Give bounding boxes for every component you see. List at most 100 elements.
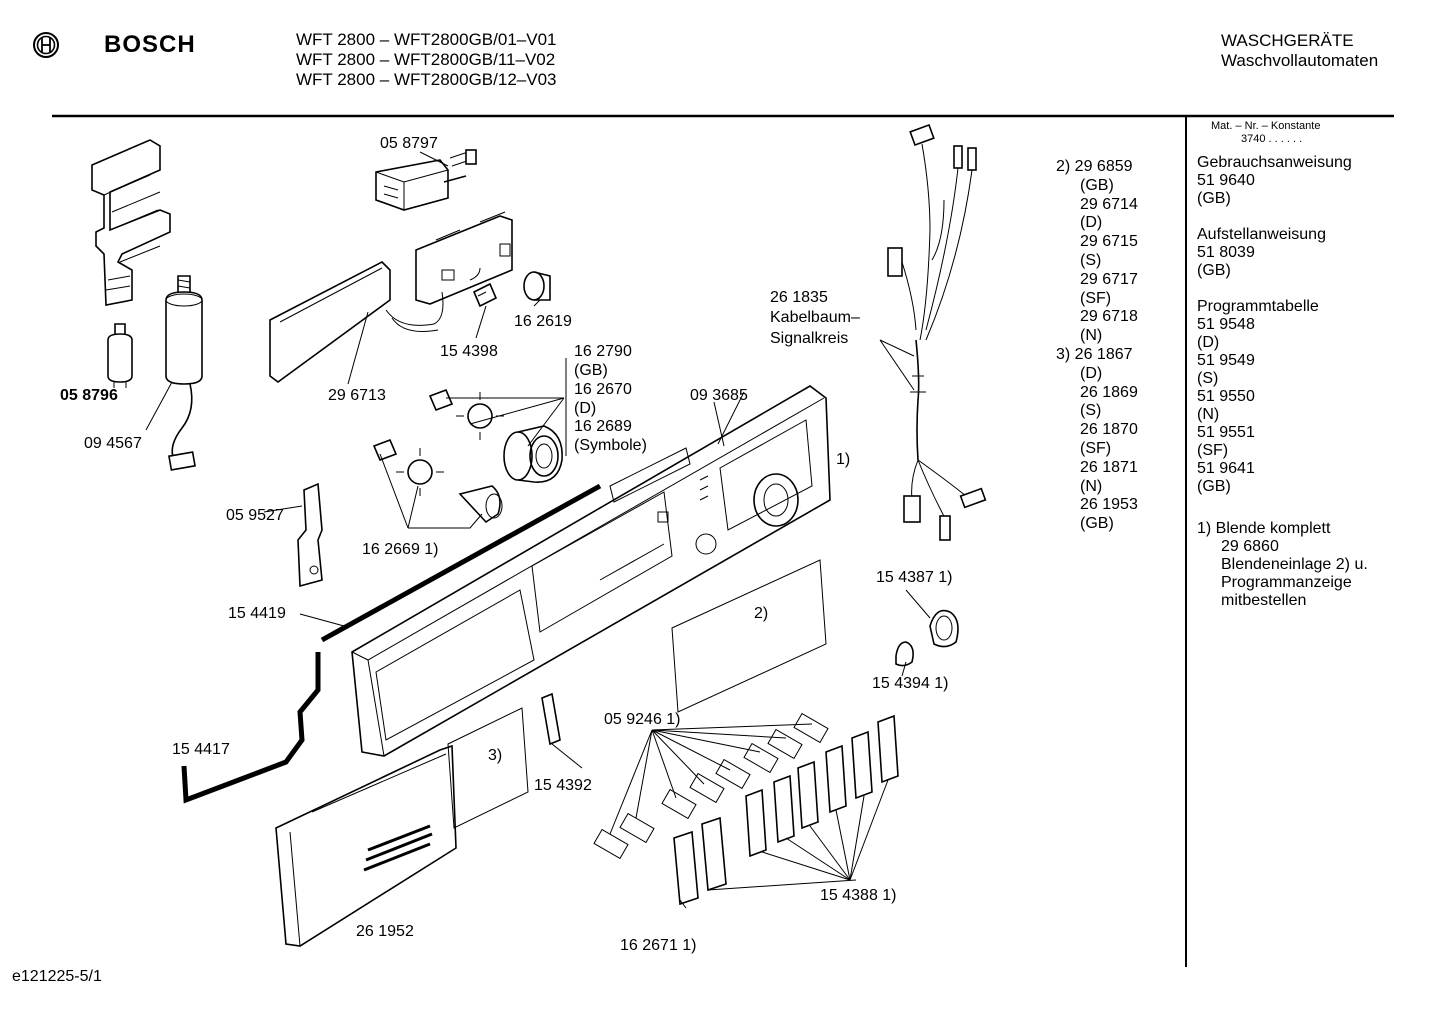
seal-strip-part: [320, 483, 602, 643]
label-059527: 05 9527: [226, 507, 284, 524]
lever-part: [297, 482, 323, 588]
variant-line: 29 6718: [1080, 308, 1138, 326]
lamp-part: [472, 282, 498, 308]
category-subtitle: Waschvollautomaten: [1221, 51, 1379, 70]
model-line: WFT 2800 – WFT2800GB/11–V02: [296, 50, 556, 69]
variant-line: (N): [1080, 477, 1103, 495]
doc-line: (GB): [1197, 478, 1231, 495]
category-title: WASCHGERÄTE: [1221, 31, 1354, 50]
variant-line: 26 1869: [1080, 383, 1138, 401]
variant-line: 29 6715: [1080, 233, 1138, 251]
label-162670: 16 2670: [574, 381, 632, 398]
model-line: WFT 2800 – WFT2800GB/12–V03: [296, 70, 557, 89]
cable-harness-part: [887, 123, 987, 541]
doc-title: Programmtabelle: [1197, 298, 1319, 315]
variant-line: (SF): [1080, 439, 1112, 457]
doc-title: Aufstellanweisung: [1197, 226, 1326, 243]
clip-part: [428, 388, 454, 412]
variant-line: (N): [1080, 327, 1103, 345]
star-spring-part: [456, 392, 504, 440]
doc-line: 51 9641: [1197, 460, 1255, 477]
doc-line: (S): [1197, 370, 1219, 387]
variant-line: (D): [1080, 214, 1103, 232]
display-insert-part: [671, 559, 827, 713]
doc-line: 51 9550: [1197, 388, 1255, 405]
label-154417: 15 4417: [172, 741, 230, 758]
variant-line: 3) 26 1867: [1056, 345, 1133, 363]
doc-line: (SF): [1197, 442, 1229, 459]
doc-line: (N): [1197, 406, 1220, 423]
model-list: WFT 2800 – WFT2800GB/01–V01 WFT 2800 – W…: [296, 30, 556, 90]
footnote-line: mitbestellen: [1221, 592, 1307, 609]
footnote: 1) Blende komplett 29 6860 Blendeneinlag…: [1197, 520, 1427, 610]
button-pair-part: [673, 816, 727, 906]
marker-3: 3): [488, 747, 503, 764]
variant-list: 2) 29 6859 (GB) 29 6714 (D) 29 6715 (S) …: [1056, 158, 1138, 534]
doc-line: 51 9549: [1197, 352, 1255, 369]
lamp-holder-part: [523, 271, 551, 301]
label-094567: 09 4567: [84, 435, 142, 452]
footnote-line: 29 6860: [1221, 538, 1279, 555]
detergent-drawer-part: [275, 744, 457, 947]
label-058797: 05 8797: [380, 135, 438, 152]
marker-2: 2): [754, 605, 769, 622]
doc-line: (GB): [1197, 190, 1231, 207]
knob-insert-part: [458, 485, 503, 524]
capacitor-part: [165, 275, 203, 471]
button-set-part: [745, 714, 899, 858]
variant-line: (S): [1080, 251, 1102, 269]
ribbon-cable: [385, 291, 444, 332]
variant-line: 26 1870: [1080, 421, 1138, 439]
circuit-board-part: [415, 211, 513, 305]
document-sidebar: Mat. – Nr. – Konstante 3740 . . . . . . …: [1197, 120, 1427, 610]
spring-set-part: [593, 712, 829, 860]
category-block: WASCHGERÄTE Waschvollautomaten: [1221, 31, 1378, 71]
clip-part: [372, 438, 398, 462]
front-panel-part: [351, 385, 831, 757]
bracket-part: [91, 139, 171, 306]
control-board-part: [269, 261, 391, 383]
drawing-code: e121225-5/1: [12, 968, 102, 985]
matnr-value: 3740 . . . . . .: [1241, 133, 1303, 145]
label-162671: 16 2671 1): [620, 937, 697, 954]
knob-part: [503, 425, 563, 483]
doc-line: (GB): [1197, 262, 1231, 279]
label-261952: 26 1952: [356, 923, 414, 940]
label-154388: 15 4388 1): [820, 887, 897, 904]
label-261835: 26 1835: [770, 289, 828, 306]
brand-name: BOSCH: [104, 31, 196, 58]
label-162790: 16 2790: [574, 343, 632, 360]
variant-line: (GB): [1080, 176, 1114, 194]
variant-line: 26 1871: [1080, 458, 1138, 476]
doc-line: 51 9548: [1197, 316, 1255, 333]
star-spring-part: [396, 448, 444, 496]
label-kabelbaum: Kabelbaum–: [770, 309, 860, 326]
model-line: WFT 2800 – WFT2800GB/01–V01: [296, 30, 557, 49]
marker-1: 1): [836, 451, 851, 468]
label-154398: 15 4398: [440, 343, 498, 360]
variant-line: 29 6714: [1080, 195, 1138, 213]
label-093685: 09 3685: [690, 387, 748, 404]
doc-group: Gebrauchsanweisung 51 9640 (GB): [1197, 154, 1427, 208]
label-signalkreis: Signalkreis: [770, 330, 849, 347]
label-296713: 29 6713: [328, 387, 386, 404]
doc-line: 51 8039: [1197, 244, 1255, 261]
label-058796: 05 8796: [60, 387, 118, 404]
light-guide-part: [541, 692, 561, 746]
small-knob-part: [895, 641, 914, 667]
rotary-knob-part: [929, 609, 959, 648]
label-154387: 15 4387 1): [876, 569, 953, 586]
footnote-line: Blendeneinlage 2) u.: [1221, 556, 1368, 573]
variant-line: 26 1953: [1080, 496, 1138, 514]
leader-lines: [145, 151, 931, 909]
variant-line: (SF): [1080, 289, 1112, 307]
label-154394: 15 4394 1): [872, 675, 949, 692]
label-162689: 16 2689: [574, 418, 632, 435]
switch-part: [375, 149, 477, 211]
label-d: (D): [574, 400, 597, 417]
variant-line: 29 6717: [1080, 270, 1138, 288]
label-059246: 05 9246 1): [604, 711, 681, 728]
suppressor-part: [107, 323, 133, 388]
variant-line: (S): [1080, 402, 1102, 420]
